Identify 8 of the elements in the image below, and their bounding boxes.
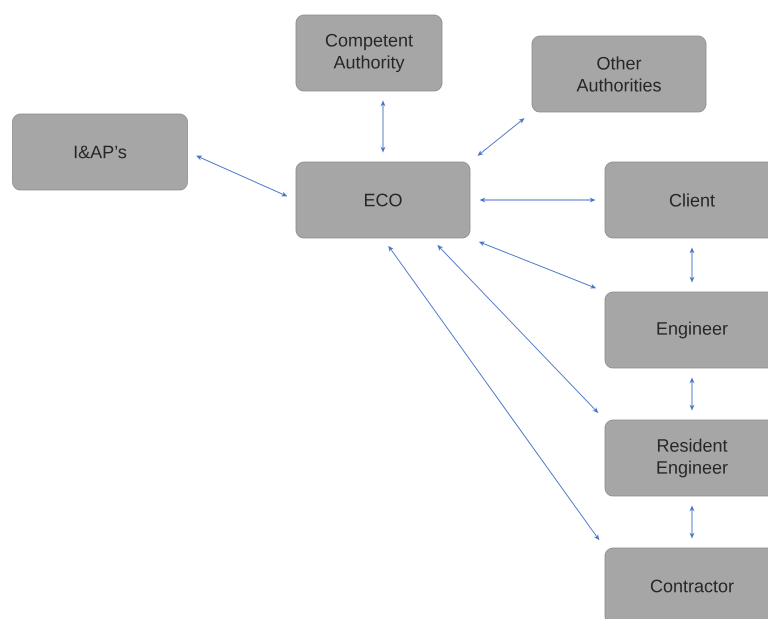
process-box: Engineer (604, 292, 768, 368)
process-box: Resident Engineer (604, 420, 768, 496)
process-box: Competent Authority (296, 14, 442, 92)
process-box: ECO (296, 162, 470, 238)
process-box: I&AP’s (12, 114, 188, 190)
process-box: Other Authorities (532, 36, 706, 112)
process-box: Contractor (604, 548, 768, 619)
process-box: Client (604, 162, 768, 238)
